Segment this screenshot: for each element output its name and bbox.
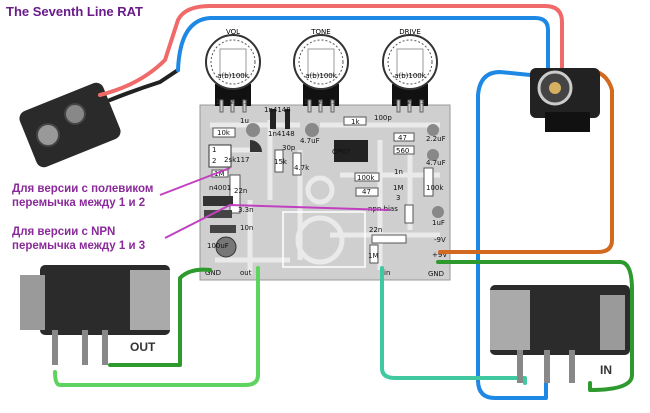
- c10n-label: 10n: [240, 224, 253, 232]
- r15k-label: 15k: [274, 158, 288, 166]
- diagram-title: The Seventh Line RAT: [6, 4, 143, 19]
- pot-tone: [293, 34, 349, 113]
- c30p-label: 30p: [282, 144, 296, 152]
- out-jack-label: OUT: [130, 340, 156, 354]
- p9v-label: +9V: [432, 251, 447, 259]
- r47b-label: 47: [362, 188, 371, 196]
- r1M-a-label: 1M: [214, 170, 225, 178]
- npn-note-line2: перемычка между 1 и 3: [12, 240, 146, 252]
- pot-vol: [205, 34, 261, 113]
- black-wire: [108, 68, 180, 102]
- pot-vol-pin1: 1: [216, 99, 220, 106]
- pot-drive-pin3: 3: [421, 99, 425, 106]
- c33n-label: 3.3n: [238, 206, 254, 214]
- pot-vol-value: a(b)100k: [217, 72, 250, 80]
- r47k-label: 4.7k: [294, 164, 310, 172]
- d2-label: 1n4148: [268, 130, 295, 138]
- blue-wire-battery: [176, 16, 550, 80]
- pot-vol-name: VOL: [226, 28, 240, 36]
- jumper-1: 1: [212, 146, 216, 154]
- pot-vol-pin2: 2: [230, 99, 234, 106]
- pot-drive: [382, 34, 438, 113]
- c1n-label: 1n: [394, 168, 403, 176]
- c1uF-label: 1uF: [432, 219, 445, 227]
- green-wire-gnd: [108, 267, 212, 367]
- ic-label: OP07: [332, 148, 351, 156]
- in-jack: [490, 285, 630, 383]
- in-jack-label: IN: [600, 363, 612, 377]
- red-wire: [98, 4, 564, 97]
- c22n-b-label: 22n: [369, 226, 382, 234]
- r100kb-label: 100k: [426, 184, 444, 192]
- r47a-label: 47: [398, 134, 407, 142]
- c47a-label: 4.7uF: [300, 137, 320, 145]
- pot-drive-name: DRIVE: [399, 28, 421, 36]
- components: [203, 109, 444, 264]
- out-label: out: [240, 269, 252, 277]
- jumper-2: 2: [212, 157, 216, 165]
- pot-drive-pin1: 1: [393, 99, 397, 106]
- pot-tone-name: TONE: [310, 28, 330, 36]
- green-wire-gnd2: [436, 260, 634, 392]
- dc-jack: [530, 68, 600, 132]
- npn-note: Для версии с NPN перемычка между 1 и 3: [12, 225, 145, 253]
- fet-note-line1: Для версии с полевиком: [12, 183, 154, 195]
- r1M-c-label: 1M: [368, 252, 379, 260]
- pot-drive-value: a(b)100k: [394, 72, 427, 80]
- jumper-3: 3: [396, 194, 400, 202]
- jfet-label: 2sk117: [224, 156, 250, 164]
- pot-tone-pin2: 2: [318, 99, 322, 106]
- teal-wire-in: [380, 266, 527, 385]
- pot-vol-pin3: 3: [244, 99, 248, 106]
- c47b-label: 4.7uF: [426, 159, 446, 167]
- lightgreen-wire-out: [53, 266, 260, 387]
- c22n-a-label: 22n: [234, 187, 247, 195]
- c100u-label: 100uF: [207, 242, 229, 250]
- r10k-label: 10k: [217, 129, 231, 137]
- npn-note-line1: Для версии с NPN: [12, 226, 116, 238]
- d-n4001-label: n4001: [209, 184, 231, 192]
- fet-note: Для версии с полевиком перемычка между 1…: [12, 182, 153, 210]
- gnd2-label: GND: [428, 270, 444, 278]
- r1k-label: 1k: [351, 118, 360, 126]
- fet-note-line2: перемычка между 1 и 2: [12, 197, 146, 209]
- r1M-b-label: 1M: [393, 184, 404, 192]
- in-label: in: [384, 269, 390, 277]
- pot-tone-pin3: 3: [332, 99, 336, 106]
- pot-drive-pin2: 2: [407, 99, 411, 106]
- r100ka-label: 100k: [357, 174, 375, 182]
- note-pointers: [159, 167, 391, 239]
- gnd1-label: GND: [205, 269, 221, 277]
- pot-tone-pin1: 1: [304, 99, 308, 106]
- pot-tone-value: a(b)100k: [305, 72, 338, 80]
- c22-label: 2.2uF: [426, 135, 446, 143]
- d1-label: 1n4148: [264, 106, 291, 114]
- out-jack: [20, 265, 170, 365]
- r560-label: 560: [396, 147, 409, 155]
- c1u-label: 1u: [240, 117, 249, 125]
- battery-clip: [19, 82, 121, 168]
- m9v-label: -9V: [434, 236, 446, 244]
- c100p-label: 100p: [374, 114, 392, 122]
